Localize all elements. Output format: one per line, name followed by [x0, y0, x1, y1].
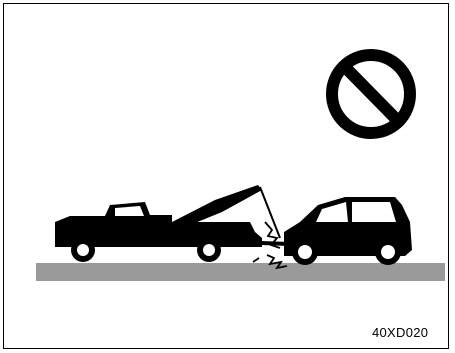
ground-strip [36, 263, 445, 281]
tow-truck-icon [55, 185, 290, 262]
towed-car-icon [284, 197, 412, 265]
figure-code: 40XD020 [372, 325, 428, 340]
no-symbol-icon [332, 55, 410, 133]
